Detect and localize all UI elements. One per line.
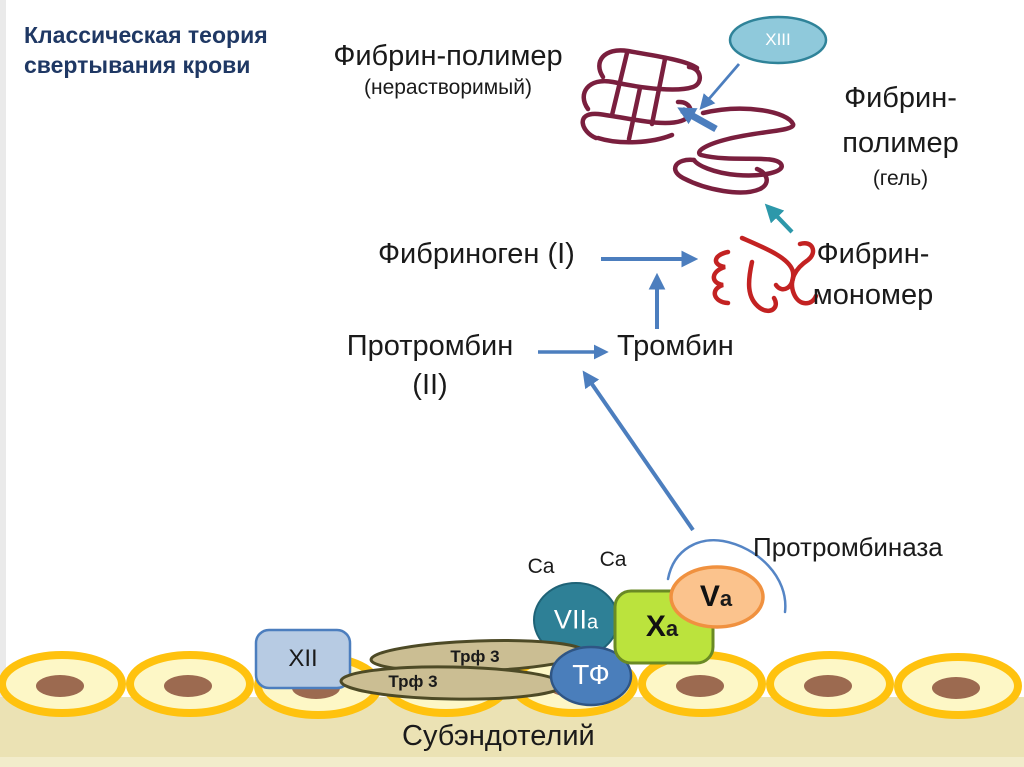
fibrin-polymer-mesh-drawing	[580, 48, 702, 145]
fibrin-polymer-insoluble-label: Фибрин-полимер (нерастворимый)	[308, 40, 588, 100]
prothrombin-label: Протромбин (II)	[334, 330, 526, 402]
arrows	[538, 63, 794, 532]
slide-title: Классическая теория свертывания крови	[24, 22, 268, 79]
viia-sub: a	[586, 611, 599, 634]
ca-label-2: Ca	[599, 548, 627, 571]
subendothelium-band-bottom	[0, 757, 1024, 767]
arrow-xiii-to-mesh	[699, 63, 741, 110]
arrow-prothrombinase-to-thrombin	[582, 370, 695, 532]
factor-va-label: Va	[700, 580, 732, 614]
factor-xa-label: Xa	[646, 610, 678, 644]
prothrombinase-arc	[666, 539, 787, 614]
prothrombinase-label: Протромбиназа	[753, 532, 943, 562]
fibrin-polymer-gel-label: Фибрин- полимер (гель)	[818, 82, 983, 191]
factor-tf-label: ТФ	[572, 659, 610, 690]
monomer-line1: Фибрин-	[816, 238, 930, 270]
factor-tf-shape	[549, 645, 633, 707]
arrow-gel-to-polymer	[677, 106, 718, 133]
trf3-lower-label: Трф 3	[388, 672, 438, 691]
factor-xiii-label: XIII	[765, 30, 791, 49]
factor-viia-label: VIIa	[554, 605, 598, 636]
prothrombin-line2: (II)	[412, 369, 448, 401]
factor-va-shape	[669, 565, 765, 629]
xa-main: X	[645, 610, 666, 643]
arrow-monomer-to-gel	[764, 203, 794, 234]
factor-xiii-shape	[728, 15, 828, 65]
endothelial-cell	[766, 651, 894, 717]
slide-edge	[0, 0, 6, 767]
viia-main: VII	[553, 604, 587, 635]
va-sub: a	[719, 586, 733, 611]
gel-line2: полимер	[842, 127, 959, 159]
fibrin-polymer-line1: Фибрин-полимер	[333, 40, 563, 72]
va-main: V	[699, 580, 720, 613]
fibrin-polymer-line2: (нерастворимый)	[363, 76, 532, 99]
factor-xii-label: XII	[288, 645, 318, 672]
thrombin-label: Тромбин	[617, 330, 734, 362]
xa-sub: a	[665, 616, 679, 641]
fibrin-polymer-gel-drawing	[672, 106, 796, 195]
trf3-upper-label: Трф 3	[450, 647, 500, 666]
subendothelium-label: Субэндотелий	[402, 720, 595, 752]
endothelial-cell	[894, 653, 1022, 719]
gel-line3: (гель)	[872, 167, 929, 190]
prothrombin-line1: Протромбин	[346, 330, 514, 362]
ca-label-1: Ca	[527, 555, 555, 578]
gel-line1: Фибрин-	[844, 82, 957, 114]
endothelial-cell	[126, 651, 254, 717]
fibrin-monomer-drawing	[711, 235, 819, 314]
fibrinogen-label: Фибриноген (I)	[378, 238, 575, 270]
monomer-line2: мономер	[812, 279, 934, 311]
endothelial-cell	[0, 651, 126, 717]
factor-xii-shape	[254, 628, 352, 690]
fibrin-monomer-label: Фибрин- мономер	[798, 238, 948, 312]
